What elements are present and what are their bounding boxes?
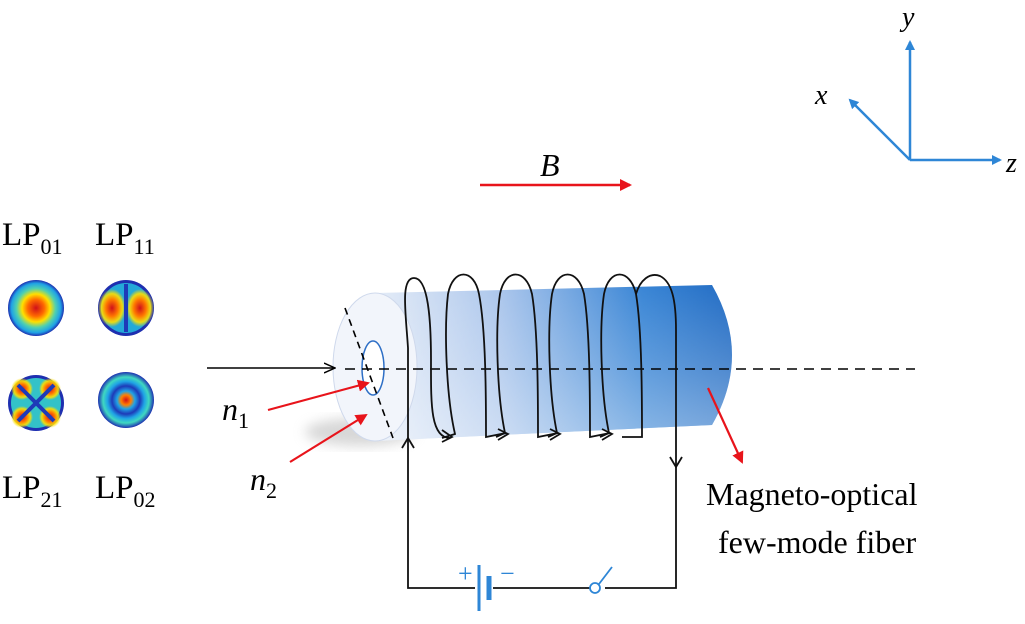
mode-patterns: LP01 LP11 LP21 LP02 bbox=[2, 217, 156, 512]
mode-pattern-lp01 bbox=[8, 280, 64, 336]
fiber bbox=[305, 285, 915, 446]
x-axis-arrow bbox=[848, 98, 911, 161]
mode-pattern-lp11 bbox=[98, 280, 154, 336]
mode-label-lp01: LP01 bbox=[2, 217, 63, 259]
annotations: n1 n2 Magneto-optical few-mode fiber bbox=[222, 379, 918, 560]
coil bbox=[404, 273, 677, 470]
magnetic-field: B bbox=[480, 147, 632, 191]
fiber-label-line2: few-mode fiber bbox=[718, 524, 916, 560]
mode-pattern-lp21 bbox=[8, 375, 64, 431]
fiber-label-line1: Magneto-optical bbox=[706, 476, 918, 512]
y-axis-label: y bbox=[899, 2, 915, 33]
n1-label: n1 bbox=[222, 391, 249, 433]
coordinate-axes: y z x bbox=[814, 2, 1017, 179]
coil-arrowheads bbox=[401, 428, 683, 469]
switch-icon bbox=[589, 566, 613, 594]
circuit: + − bbox=[407, 440, 677, 611]
fiber-core bbox=[361, 340, 385, 396]
magnetic-field-label: B bbox=[540, 147, 560, 183]
mode-label-lp11: LP11 bbox=[95, 217, 155, 259]
x-axis-label: x bbox=[814, 80, 828, 111]
battery-plus-label: + bbox=[458, 559, 473, 588]
n1-pointer-arrow bbox=[267, 379, 370, 412]
n2-label: n2 bbox=[250, 461, 277, 503]
fiber-pointer-arrow bbox=[707, 387, 744, 464]
circuit-wire-right bbox=[605, 470, 677, 589]
battery-icon: + − bbox=[458, 559, 515, 611]
mode-label-lp02: LP02 bbox=[95, 470, 156, 512]
circuit-wire-left bbox=[407, 440, 475, 589]
mode-pattern-lp02 bbox=[98, 372, 154, 428]
battery-minus-label: − bbox=[500, 559, 515, 588]
mode-label-lp21: LP21 bbox=[2, 470, 63, 512]
n2-pointer-arrow bbox=[289, 413, 368, 463]
z-axis-label: z bbox=[1005, 148, 1017, 179]
